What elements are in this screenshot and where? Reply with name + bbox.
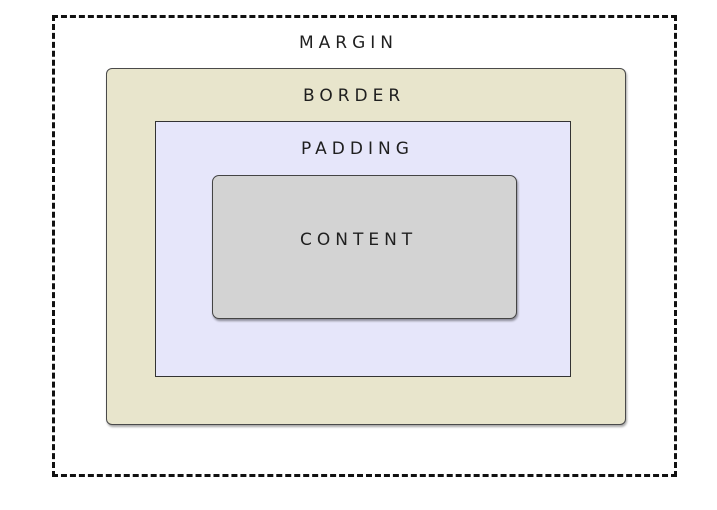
- border-label: BORDER: [303, 86, 406, 106]
- content-area: [212, 175, 517, 319]
- margin-label: MARGIN: [299, 33, 399, 53]
- content-label: CONTENT: [300, 230, 418, 250]
- padding-label: PADDING: [301, 139, 414, 159]
